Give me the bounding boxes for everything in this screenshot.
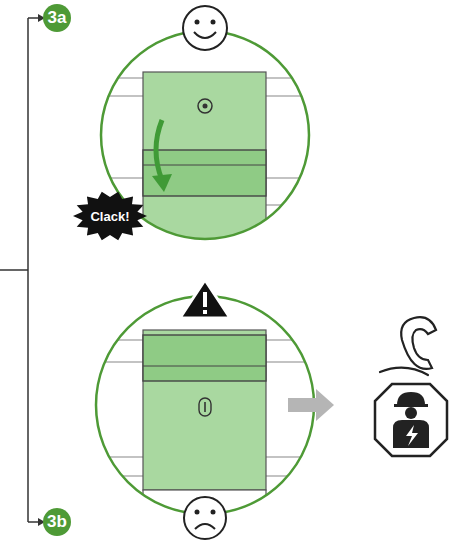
- sad-face: [184, 497, 226, 539]
- sound-word: Clack!: [90, 209, 129, 224]
- step-badge: 3a: [43, 4, 71, 32]
- push-arrow: [156, 120, 162, 180]
- bracket: [0, 18, 40, 522]
- switch-detail-off: [95, 295, 315, 520]
- smiley: [183, 6, 227, 50]
- sound-burst: Clack!: [73, 191, 147, 241]
- step-badge: 3b: [43, 508, 71, 536]
- grey-arrow: [288, 389, 334, 421]
- phone-icon: [380, 317, 436, 375]
- electrician-icon: [375, 384, 447, 456]
- step-number: 3a: [48, 8, 67, 28]
- step-number: 3b: [47, 512, 67, 532]
- warning-triangle: [180, 280, 230, 318]
